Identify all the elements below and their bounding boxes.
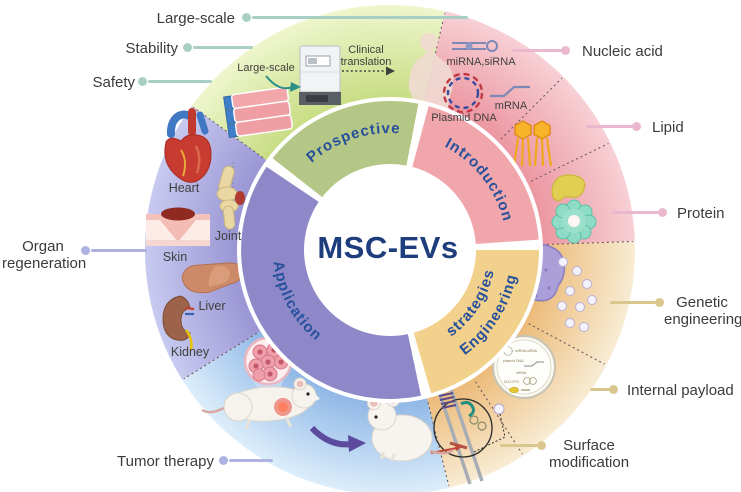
therapy-arrow-icon (309, 425, 366, 452)
callout-safety: Safety (92, 74, 135, 91)
callout-protein: Protein (677, 205, 725, 222)
callout-genetic-engineering: Genetic engineering (664, 294, 741, 328)
callout-genetic-line2: engineering (664, 311, 741, 328)
connector-line (148, 80, 212, 83)
label-plasmid-dna: Plasmid DNA (431, 112, 497, 124)
connector-dot (81, 246, 90, 255)
connector-dot (609, 385, 618, 394)
label-skin: Skin (162, 250, 188, 264)
label-mrna: mRNA (494, 100, 528, 112)
connector-line (612, 211, 660, 214)
human-body-icon (408, 33, 454, 115)
clinical-translation-arrow-icon (342, 66, 395, 76)
cell-culture-flasks-icon (223, 86, 293, 138)
label-liver: Liver (198, 299, 226, 313)
surface-modification-icon (430, 379, 506, 485)
heart-icon (164, 108, 212, 183)
connector-dot (242, 13, 251, 22)
connector-line (590, 388, 612, 391)
callout-nucleic-acid: Nucleic acid (582, 43, 663, 60)
segment-prospective (272, 100, 419, 198)
callout-tumor-therapy: Tumor therapy (117, 453, 214, 470)
label-kidney: Kidney (170, 345, 210, 359)
connector-dot (658, 208, 667, 217)
lipid-icon (512, 120, 553, 167)
skin-icon (146, 207, 210, 246)
payload-item-text: miRNA,siRNA (515, 349, 538, 353)
kidney-icon (162, 295, 195, 351)
callout-surface-line1: Surface (563, 437, 615, 454)
callout-lipid: Lipid (652, 119, 684, 136)
segment-engineering (413, 250, 539, 394)
callout-internal-payload: Internal payload (627, 382, 734, 399)
callout-organ-regeneration: Organ regeneration (2, 238, 87, 272)
center-title: MSC-EVs (317, 230, 458, 265)
label-clinical-line2: translation (340, 56, 392, 68)
connector-dot (537, 441, 546, 450)
connector-dot (138, 77, 147, 86)
label-heart: Heart (168, 181, 200, 195)
payload-item-text: mRNA (516, 371, 527, 375)
callout-organ-line1: Organ (22, 238, 64, 255)
connector-line (229, 459, 273, 462)
joint-icon (216, 162, 245, 231)
callout-large-scale: Large-scale (156, 10, 235, 27)
connector-line (610, 301, 658, 304)
label-clinical-line1: Clinical (348, 44, 384, 56)
callout-surface-modification: Surface modification (549, 437, 629, 471)
connector-line (586, 125, 634, 128)
mrna-icon (490, 85, 530, 98)
connector-dot (219, 456, 228, 465)
connector-dot (183, 43, 192, 52)
freezer-icon (299, 45, 341, 105)
callout-genetic-line1: Genetic (676, 294, 728, 311)
plasmid-dna-icon (442, 72, 484, 114)
connector-dot (561, 46, 570, 55)
connector-line (252, 16, 468, 19)
segment-introduction (412, 106, 539, 244)
connector-line (512, 49, 562, 52)
label-mirna-sirna: miRNA,siRNA (446, 56, 516, 68)
payload-item-text: plasmid DNA (503, 359, 524, 363)
tumor-mouse-icon (201, 377, 320, 430)
payload-item-text: DOX,PTX (504, 380, 520, 384)
inner-ring-segments (241, 100, 539, 399)
label-joint: Joint (214, 229, 242, 243)
callout-stability: Stability (125, 40, 178, 57)
large-scale-arrow-icon (265, 75, 301, 92)
sector-separators (183, 13, 633, 486)
segment-application (241, 166, 421, 399)
callout-organ-line2: regeneration (2, 255, 87, 272)
label-clinical-translation: Clinical translation (326, 44, 406, 68)
callout-surface-line2: modification (549, 454, 630, 471)
label-large-scale-inner: Large-scale (237, 62, 295, 74)
connector-line (91, 249, 147, 252)
connector-dot (655, 298, 664, 307)
connector-line (500, 444, 540, 447)
connector-line (193, 46, 253, 49)
sirna-icon (452, 40, 498, 52)
tumor-cells-icon (243, 336, 293, 399)
internal-payload-vesicle-icon: miRNA,siRNA plasmid DNA mRNA DOX,PTX (491, 334, 557, 400)
connector-dot (632, 122, 641, 131)
